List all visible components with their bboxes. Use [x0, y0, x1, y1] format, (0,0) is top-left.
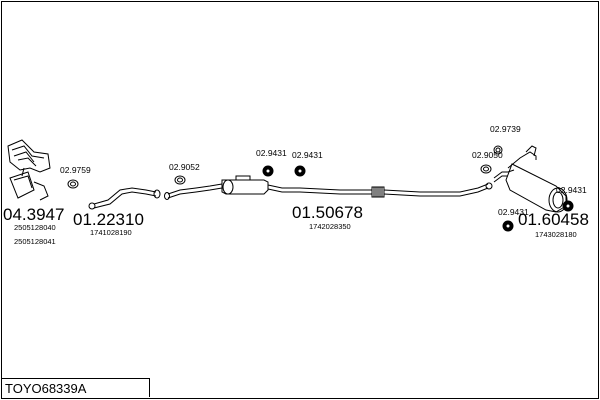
fitting-label-8: 02.9431: [556, 185, 587, 195]
part-code-3: 01.50678: [292, 203, 363, 222]
catalytic-converter-drawing: [7, 139, 51, 201]
front-pipe-drawing: [88, 187, 161, 210]
part-code-2: 01.22310: [73, 210, 144, 229]
part-ref-2: 1741028190: [90, 228, 132, 237]
part-code-1: 04.3947: [3, 205, 65, 224]
rear-silencer-drawing: [493, 145, 568, 213]
part-ref-4: 1743028180: [535, 230, 577, 239]
centre-pipe-drawing: [164, 175, 493, 200]
fitting-label-2: 02.9052: [169, 162, 200, 172]
fitting-label-4: 02.9431: [292, 150, 323, 160]
part-ref-3: 1742028350: [309, 222, 351, 231]
part-ref-1a: 2505128040: [14, 223, 56, 232]
title-box: TOYO68339A: [1, 378, 150, 397]
part-code-4: 01.60458: [518, 210, 589, 229]
fitting-label-6: 02.9050: [472, 150, 503, 160]
fitting-label-5: 02.9739: [490, 124, 521, 134]
part-ref-1b: 2505128041: [14, 237, 56, 246]
diagram-title: TOYO68339A: [5, 381, 87, 396]
fitting-label-3: 02.9431: [256, 148, 287, 158]
fitting-label-1: 02.9759: [60, 165, 91, 175]
fitting-label-7: 02.9431: [498, 207, 529, 217]
